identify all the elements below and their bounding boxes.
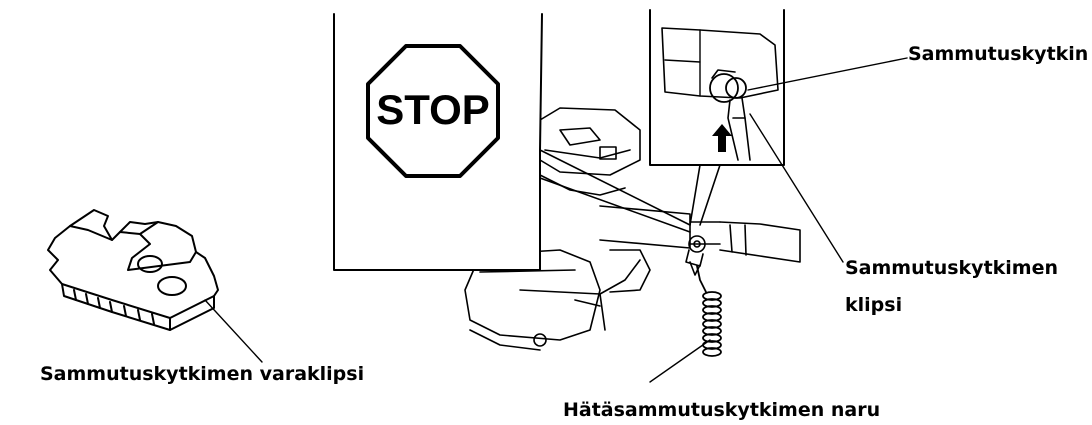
kill-switch-clip-label-line2: klipsi (845, 293, 902, 317)
spare-clip-icon (48, 210, 218, 330)
lanyard-label: Hätäsammutuskytkimen naru (563, 398, 880, 422)
stop-panel (334, 14, 690, 270)
stop-sign-text: STOP (376, 86, 490, 133)
detail-panel (650, 10, 784, 225)
spare-clip-label: Sammutuskytkimen varaklipsi (40, 362, 364, 386)
kill-switch-label: Sammutuskytkin (908, 42, 1088, 66)
leader-lines (205, 58, 907, 382)
kill-switch-clip-label-line1: Sammutuskytkimen (845, 256, 1058, 280)
lanyard-coil (697, 266, 721, 356)
